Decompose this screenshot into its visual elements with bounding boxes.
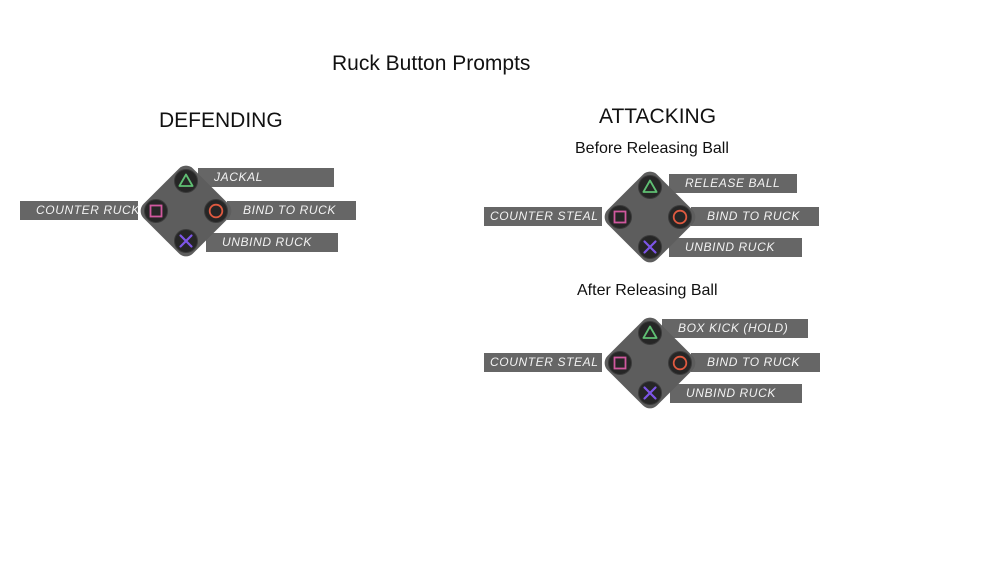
triangle-button <box>175 170 197 192</box>
before-releasing-heading: Before Releasing Ball <box>575 140 729 157</box>
cross-button <box>175 230 197 252</box>
triangle-button <box>639 176 661 198</box>
defending-square-label: COUNTER RUCK <box>20 201 139 220</box>
before-square-label: COUNTER STEAL <box>484 207 602 226</box>
circle-button <box>205 200 227 222</box>
defending-heading: DEFENDING <box>159 109 283 132</box>
before-circle-label: BIND TO RUCK <box>691 207 819 226</box>
cross-icon <box>179 234 193 248</box>
square-button <box>145 200 167 222</box>
square-button <box>609 352 631 374</box>
after-cross-label: UNBIND RUCK <box>670 384 802 403</box>
triangle-icon <box>178 173 194 187</box>
before-cross-label: UNBIND RUCK <box>669 238 802 257</box>
defending-cross-label: UNBIND RUCK <box>206 233 338 252</box>
before-triangle-label: RELEASE BALL <box>669 174 797 193</box>
square-button <box>609 206 631 228</box>
cross-icon <box>643 386 657 400</box>
cross-button <box>639 382 661 404</box>
triangle-icon <box>642 325 658 339</box>
square-icon <box>613 210 627 224</box>
cross-button <box>639 236 661 258</box>
triangle-button <box>639 322 661 344</box>
defending-circle-label: BIND TO RUCK <box>227 201 356 220</box>
cross-icon <box>643 240 657 254</box>
triangle-icon <box>642 179 658 193</box>
square-icon <box>149 204 163 218</box>
circle-icon <box>672 209 688 225</box>
page-title: Ruck Button Prompts <box>332 52 531 75</box>
circle-icon <box>672 355 688 371</box>
circle-icon <box>208 203 224 219</box>
circle-button <box>669 352 691 374</box>
after-circle-label: BIND TO RUCK <box>691 353 820 372</box>
after-releasing-heading: After Releasing Ball <box>577 282 718 299</box>
after-triangle-label: BOX KICK (HOLD) <box>662 319 808 338</box>
after-square-label: COUNTER STEAL <box>484 353 602 372</box>
attacking-heading: ATTACKING <box>599 105 717 128</box>
circle-button <box>669 206 691 228</box>
defending-triangle-label: JACKAL <box>198 168 334 187</box>
square-icon <box>613 356 627 370</box>
